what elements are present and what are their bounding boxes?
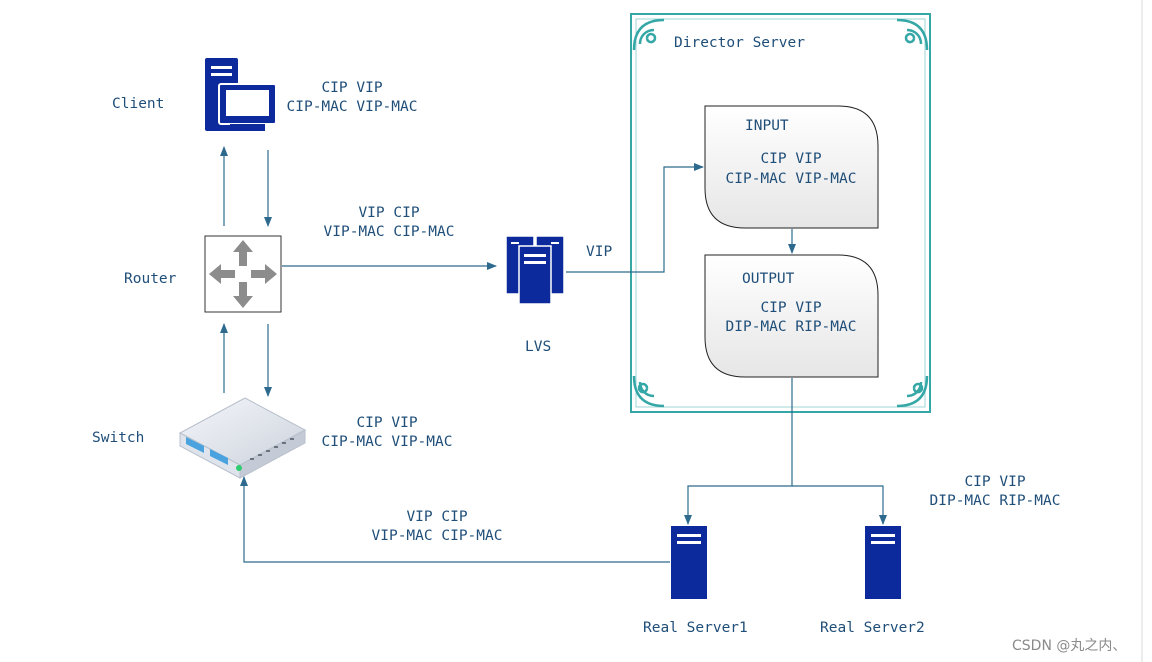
router-lvs-packet-line2: VIP-MAC CIP-MAC	[324, 224, 455, 240]
arrow-lvs-to-input	[566, 163, 704, 273]
lvs-label: LVS	[525, 339, 551, 355]
switch-label: Switch	[92, 430, 144, 446]
router-label: Router	[124, 271, 177, 287]
server-cluster-detail	[511, 242, 559, 264]
client-packet-line2: CIP-MAC VIP-MAC	[287, 99, 418, 115]
arrow-output-to-real-server2	[792, 485, 887, 525]
server-cluster-icon	[505, 235, 565, 305]
switch-icon	[178, 397, 307, 479]
input-box	[704, 105, 879, 229]
switch-packet-line2: CIP-MAC VIP-MAC	[322, 434, 453, 450]
client-label: Client	[112, 96, 164, 112]
output-box	[704, 254, 879, 378]
output-label: OUTPUT	[742, 271, 795, 287]
watermark: CSDN @丸之内、	[1012, 638, 1126, 654]
arrow-output-to-real-server1	[684, 378, 793, 525]
ornament-icon	[632, 18, 929, 408]
router-icon	[204, 235, 282, 313]
output-line1: CIP VIP	[760, 300, 821, 316]
input-label: INPUT	[745, 118, 789, 134]
arrow-real-server1-to-switch	[240, 476, 670, 563]
lvs-director-packet-label: VIP	[586, 244, 612, 260]
computer-icon	[205, 58, 277, 131]
real-servers-packet-line1: CIP VIP	[964, 474, 1025, 490]
server-icon	[865, 526, 901, 599]
real-server1-label: Real Server1	[643, 620, 748, 636]
director-server-label: Director Server	[674, 35, 805, 51]
server-icon	[671, 526, 707, 599]
input-line1: CIP VIP	[760, 151, 821, 167]
real-servers-packet-line2: DIP-MAC RIP-MAC	[930, 493, 1061, 509]
router-lvs-packet-line1: VIP CIP	[358, 205, 419, 221]
real-server2-label: Real Server2	[820, 620, 925, 636]
director-server-frame	[630, 13, 931, 413]
real-return-packet-line1: VIP CIP	[406, 509, 467, 525]
input-line2: CIP-MAC VIP-MAC	[726, 171, 857, 187]
client-packet-line1: CIP VIP	[321, 80, 382, 96]
switch-packet-line1: CIP VIP	[356, 415, 417, 431]
output-line2: DIP-MAC RIP-MAC	[726, 319, 857, 335]
real-return-packet-line2: VIP-MAC CIP-MAC	[372, 528, 503, 544]
